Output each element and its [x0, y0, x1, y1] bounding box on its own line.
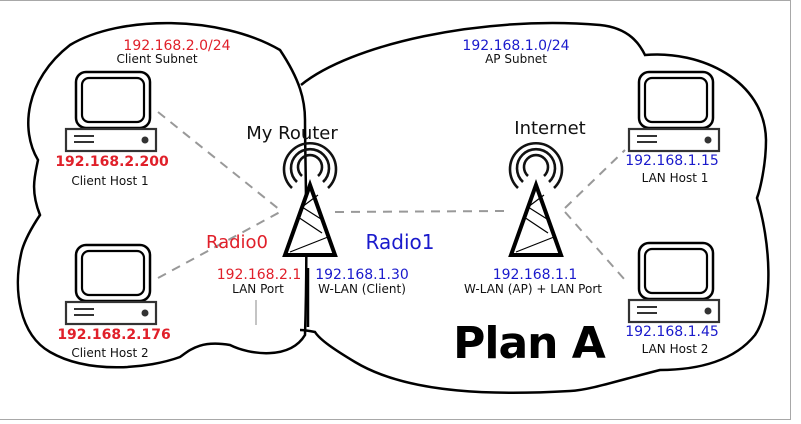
lan-host-1-ip: 192.168.1.15 [625, 153, 719, 169]
plan-title: Plan A [453, 318, 606, 369]
link-client-host-2 [157, 211, 281, 279]
radio1-label: Radio1 [365, 230, 435, 254]
ap-subnet-name: AP Subnet [485, 52, 547, 66]
network-links [157, 111, 626, 281]
client-host-2-computer-icon [64, 243, 158, 326]
lan-host-1-computer-icon [627, 70, 721, 153]
my-router-name: My Router [246, 123, 338, 144]
wlan-client-ip: 192.168.1.30 [315, 267, 409, 283]
internet-tower-icon [508, 141, 564, 257]
diagram-frame [0, 0, 791, 420]
lan-host-2-name: LAN Host 2 [641, 342, 709, 356]
link-lan-host-1 [564, 149, 626, 209]
internet-name: Internet [514, 118, 586, 139]
lan-port-ip: 192.168.2.1 [216, 267, 302, 283]
wlan-client-label: W-LAN (Client) [318, 282, 406, 296]
client-subnet-name: Client Subnet [116, 52, 198, 66]
internet-port-label: W-LAN (AP) + LAN Port [464, 282, 602, 296]
internet-ip: 192.168.1.1 [492, 267, 578, 283]
lan-port-label: LAN Port [232, 282, 284, 296]
radio0-label: Radio0 [205, 232, 269, 253]
client-host-1-computer-icon [64, 70, 158, 153]
client-host-2-ip: 192.168.2.176 [57, 327, 171, 343]
lan-host-2-ip: 192.168.1.45 [625, 324, 719, 340]
client-host-1-ip: 192.168.2.200 [55, 154, 169, 170]
ap-subnet-cloud [299, 21, 770, 395]
client-subnet-cidr: 192.168.2.0/24 [123, 38, 231, 54]
client-host-2-name: Client Host 2 [71, 346, 149, 360]
client-subnet-cloud [16, 21, 308, 369]
link-radio1 [334, 210, 506, 213]
my-router-tower-icon [282, 141, 338, 257]
lan-host-2-computer-icon [627, 241, 721, 324]
ap-subnet-cidr: 192.168.1.0/24 [462, 38, 570, 54]
client-host-1-name: Client Host 1 [71, 174, 149, 188]
lan-host-1-name: LAN Host 1 [641, 171, 709, 185]
link-client-host-1 [157, 111, 281, 211]
